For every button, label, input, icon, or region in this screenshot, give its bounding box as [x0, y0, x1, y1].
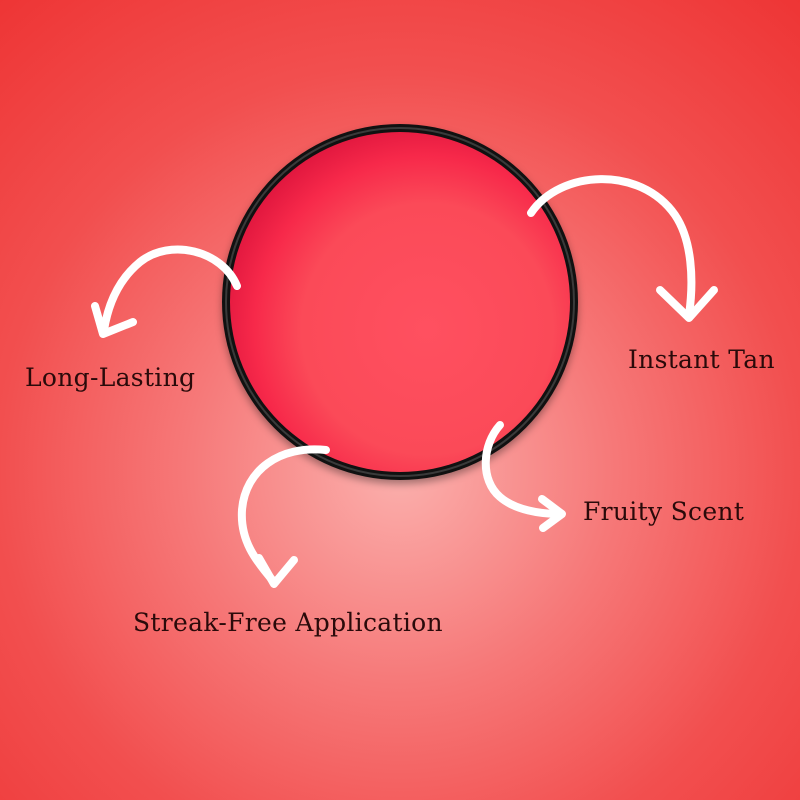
feature-streak-free: Streak-Free Application — [133, 608, 443, 637]
product-jar-image — [222, 124, 578, 480]
arrow-fruity-scent-icon — [481, 421, 566, 532]
arrow-streak-free-icon — [237, 445, 330, 588]
jar-product-surface — [230, 132, 570, 472]
feature-instant-tan: Instant Tan — [628, 345, 775, 374]
feature-long-lasting: Long-Lasting — [25, 363, 196, 392]
feature-fruity-scent: Fruity Scent — [583, 497, 745, 526]
arrow-long-lasting-icon — [91, 245, 241, 338]
arrow-instant-tan-icon — [527, 175, 718, 322]
jar-rim — [225, 127, 575, 477]
